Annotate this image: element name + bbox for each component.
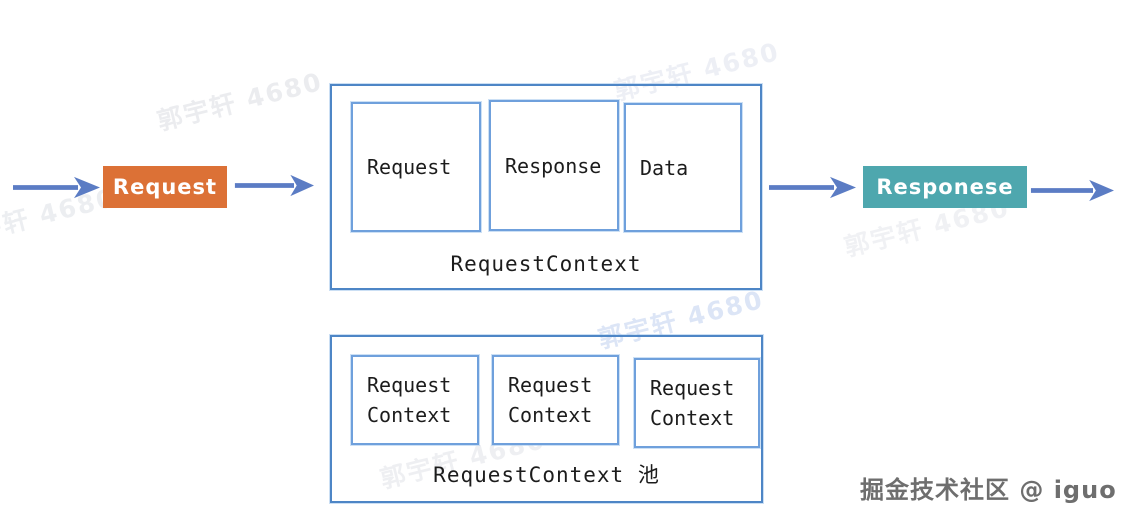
watermark: 郭宇轩 4680 [154, 66, 326, 137]
pool-item: Request Context [351, 355, 479, 445]
request-context-pool-container: Request Context Request Context Request … [330, 335, 763, 503]
context-item-data: Data [624, 103, 742, 232]
pool-item: Request Context [492, 355, 619, 445]
flow-arrow-request-to-context [234, 172, 314, 199]
pool-item: Request Context [634, 358, 760, 448]
flow-arrow-out [1030, 177, 1114, 204]
request-context-caption: RequestContext [450, 252, 642, 276]
context-item-response: Response [489, 100, 619, 231]
request-context-container: Request Response Data RequestContext [330, 84, 762, 290]
flow-arrow-context-to-response [768, 174, 856, 201]
context-item-request: Request [351, 102, 481, 232]
pool-item-line1: Request [650, 376, 735, 400]
pool-item-line2: Context [367, 403, 452, 427]
pool-caption: RequestContext 池 [433, 463, 660, 487]
flow-arrow-in [12, 174, 100, 201]
response-node: Responese [863, 166, 1027, 208]
pool-item-line2: Context [508, 403, 593, 427]
attribution-watermark: 掘金技术社区 @ iguo [860, 476, 1117, 504]
pool-item-line2: Context [650, 406, 735, 430]
request-node: Request [103, 166, 227, 208]
pool-item-line1: Request [508, 373, 593, 397]
pool-item-line1: Request [367, 373, 452, 397]
